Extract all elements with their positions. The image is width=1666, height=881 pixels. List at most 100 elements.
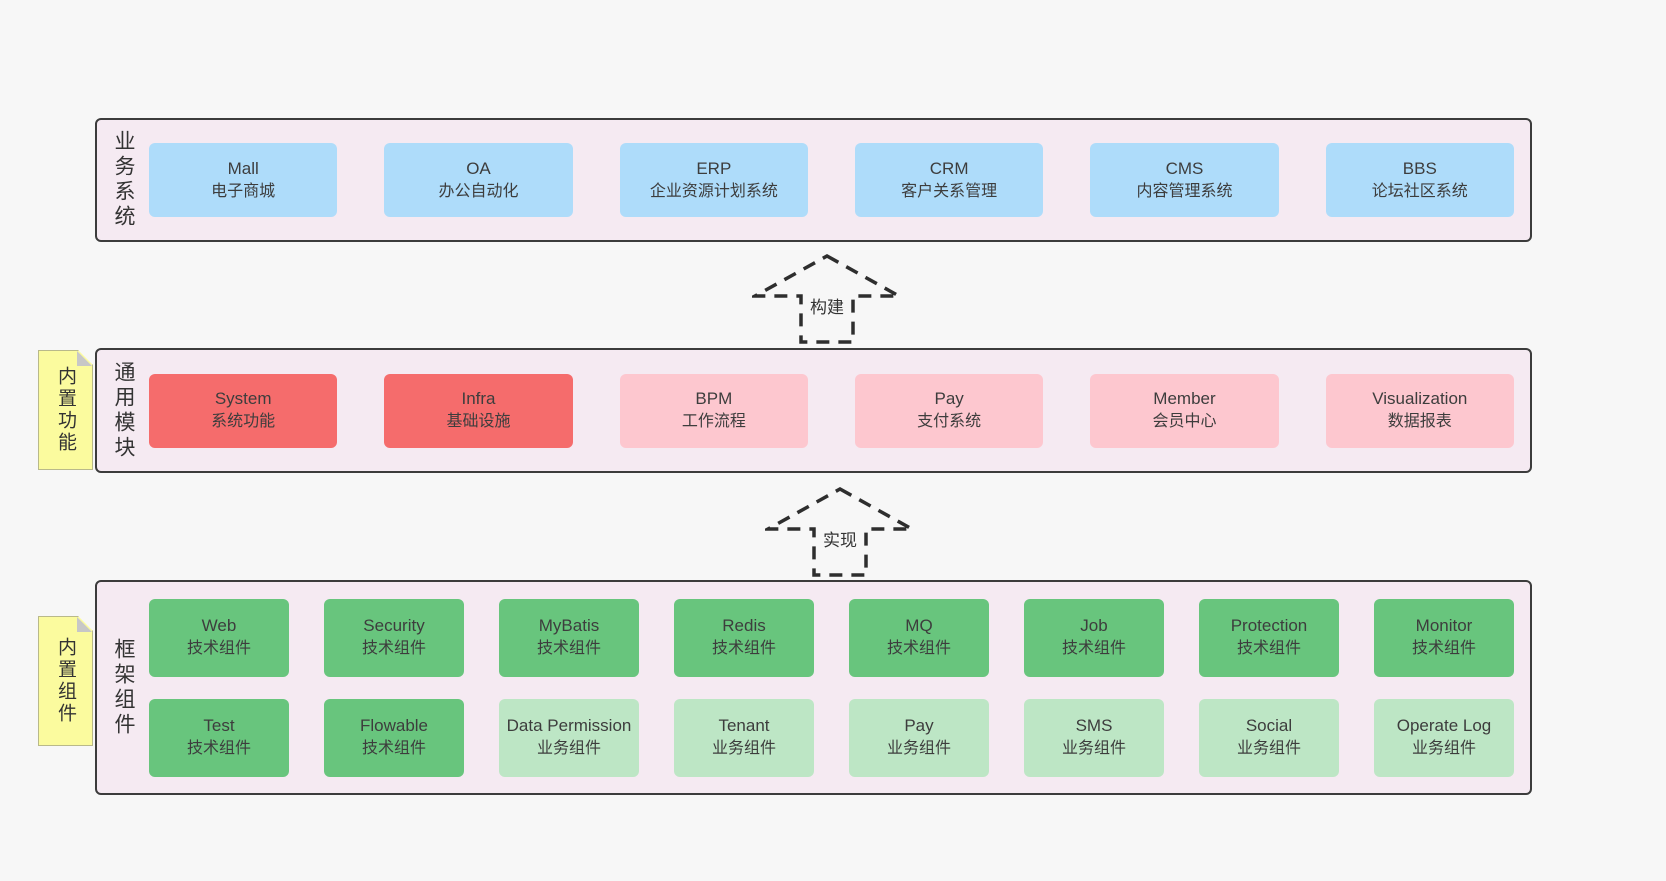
box-subtitle: 客户关系管理 (901, 182, 998, 200)
box-title: BPM (695, 389, 733, 409)
box-title: Monitor (1415, 616, 1473, 636)
box-title: Job (1080, 616, 1108, 636)
box-subtitle: 技术组件 (886, 640, 951, 658)
box-title: OA (466, 158, 491, 178)
band-label-business-systems: 业务系统 (112, 130, 135, 230)
up-block-arrow-icon (765, 486, 915, 577)
box-title: SMS (1075, 716, 1113, 736)
box-title: BBS (1402, 158, 1437, 178)
module-box-flowable: Flowable 技术组件 (324, 698, 464, 777)
box-title: Security (363, 616, 425, 636)
sticky-note-label: 内置组件 (55, 637, 76, 725)
module-box-security: Security 技术组件 (324, 598, 464, 677)
up-block-arrow-icon (752, 253, 902, 344)
box-title: System (214, 389, 272, 409)
module-box-web: Web 技术组件 (149, 598, 289, 677)
box-subtitle: 工作流程 (681, 413, 746, 431)
box-subtitle: 业务组件 (1061, 740, 1126, 758)
module-row: Mall 电子商城 OA 办公自动化 ERP 企业资源计划系统 CRM 客户关系管理 CMS 内容… (149, 143, 1514, 217)
band-business-systems: 业务系统 Mall 电子商城 OA 办公自动化 ERP 企业资源计划系统 CRM 客户关系管理… (95, 118, 1532, 242)
module-box-member: Member 会员中心 (1090, 373, 1279, 448)
box-title: Member (1153, 389, 1216, 409)
box-subtitle: 电子商城 (211, 182, 276, 200)
box-title: Mall (227, 158, 259, 178)
box-subtitle: 技术组件 (1411, 640, 1476, 658)
box-subtitle: 技术组件 (186, 640, 251, 658)
box-subtitle: 技术组件 (361, 740, 426, 758)
box-subtitle: 业务组件 (1236, 740, 1301, 758)
band-label-framework-components: 框架组件 (112, 637, 135, 738)
box-subtitle: 业务组件 (886, 740, 951, 758)
module-box-social: Social 业务组件 (1199, 698, 1339, 777)
box-title: Data Permission (506, 716, 632, 736)
module-box-test: Test 技术组件 (149, 698, 289, 777)
module-row: Test 技术组件 Flowable 技术组件 Data Permission 业务组件 T… (149, 698, 1514, 777)
module-box-job: Job 技术组件 (1024, 598, 1164, 677)
box-subtitle: 会员中心 (1152, 413, 1217, 431)
box-title: MQ (905, 616, 933, 636)
box-title: Social (1245, 716, 1293, 736)
arrow-implement-label: 实现 (820, 526, 860, 551)
box-title: MyBatis (538, 616, 600, 636)
module-box-infra: Infra 基础设施 (384, 373, 573, 448)
module-box-visualization: Visualization 数据报表 (1325, 373, 1514, 448)
module-box-redis: Redis 技术组件 (674, 598, 814, 677)
arrow-build: 构建 (752, 253, 902, 345)
module-box-oa: OA 办公自动化 (384, 143, 573, 217)
module-row: System 系统功能 Infra 基础设施 BPM 工作流程 Pay 支付系统 Member 会… (149, 373, 1514, 448)
box-subtitle: 技术组件 (536, 640, 601, 658)
box-subtitle: 业务组件 (1411, 740, 1476, 758)
box-title: Pay (904, 716, 934, 736)
box-subtitle: 技术组件 (1236, 640, 1301, 658)
sticky-note-label: 内置功能 (55, 366, 76, 454)
module-box-system: System 系统功能 (149, 373, 338, 448)
box-subtitle: 技术组件 (1061, 640, 1126, 658)
band-common-modules: 通用模块 System 系统功能 Infra 基础设施 BPM 工作流程 Pay 支付系统 Me… (95, 348, 1532, 473)
box-title: CMS (1165, 158, 1204, 178)
module-box-monitor: Monitor 技术组件 (1374, 598, 1514, 677)
band-rows-business-systems: Mall 电子商城 OA 办公自动化 ERP 企业资源计划系统 CRM 客户关系管理 CMS 内容… (149, 120, 1530, 240)
band-label-common-modules: 通用模块 (112, 360, 135, 461)
module-box-protection: Protection 技术组件 (1199, 598, 1339, 677)
module-box-mybatis: MyBatis 技术组件 (499, 598, 639, 677)
box-title: Redis (722, 616, 766, 636)
module-box-crm: CRM 客户关系管理 (854, 143, 1044, 217)
box-subtitle: 数据报表 (1387, 413, 1452, 431)
arrow-build-label: 构建 (807, 293, 847, 318)
module-box-mall: Mall 电子商城 (149, 143, 338, 217)
box-title: CRM (929, 158, 969, 178)
box-title: Visualization (1372, 389, 1468, 409)
box-subtitle: 基础设施 (446, 413, 511, 431)
box-title: Pay (934, 389, 964, 409)
box-subtitle: 内容管理系统 (1136, 182, 1233, 200)
box-subtitle: 技术组件 (186, 740, 251, 758)
box-subtitle: 业务组件 (536, 740, 601, 758)
box-title: Tenant (718, 716, 770, 736)
box-subtitle: 技术组件 (361, 640, 426, 658)
module-box-pay: Pay 业务组件 (849, 698, 989, 777)
box-title: Test (203, 716, 235, 736)
module-box-data-permission: Data Permission 业务组件 (499, 698, 639, 777)
module-box-bbs: BBS 论坛社区系统 (1325, 143, 1514, 217)
module-box-erp: ERP 企业资源计划系统 (619, 143, 808, 217)
box-subtitle: 系统功能 (211, 413, 276, 431)
box-title: ERP (696, 158, 732, 178)
box-subtitle: 办公自动化 (438, 182, 519, 200)
band-rows-common-modules: System 系统功能 Infra 基础设施 BPM 工作流程 Pay 支付系统 Member 会… (149, 350, 1530, 471)
box-subtitle: 支付系统 (917, 413, 982, 431)
box-title: Protection (1230, 616, 1308, 636)
box-subtitle: 技术组件 (711, 640, 776, 658)
sticky-note-built-in-features: 内置功能 (38, 350, 93, 470)
box-title: Infra (461, 389, 496, 409)
box-title: Web (201, 616, 237, 636)
box-title: Flowable (359, 716, 429, 736)
sticky-note-built-in-components: 内置组件 (38, 616, 93, 746)
module-box-cms: CMS 内容管理系统 (1090, 143, 1279, 217)
box-subtitle: 论坛社区系统 (1371, 182, 1468, 200)
box-subtitle: 企业资源计划系统 (649, 182, 778, 200)
